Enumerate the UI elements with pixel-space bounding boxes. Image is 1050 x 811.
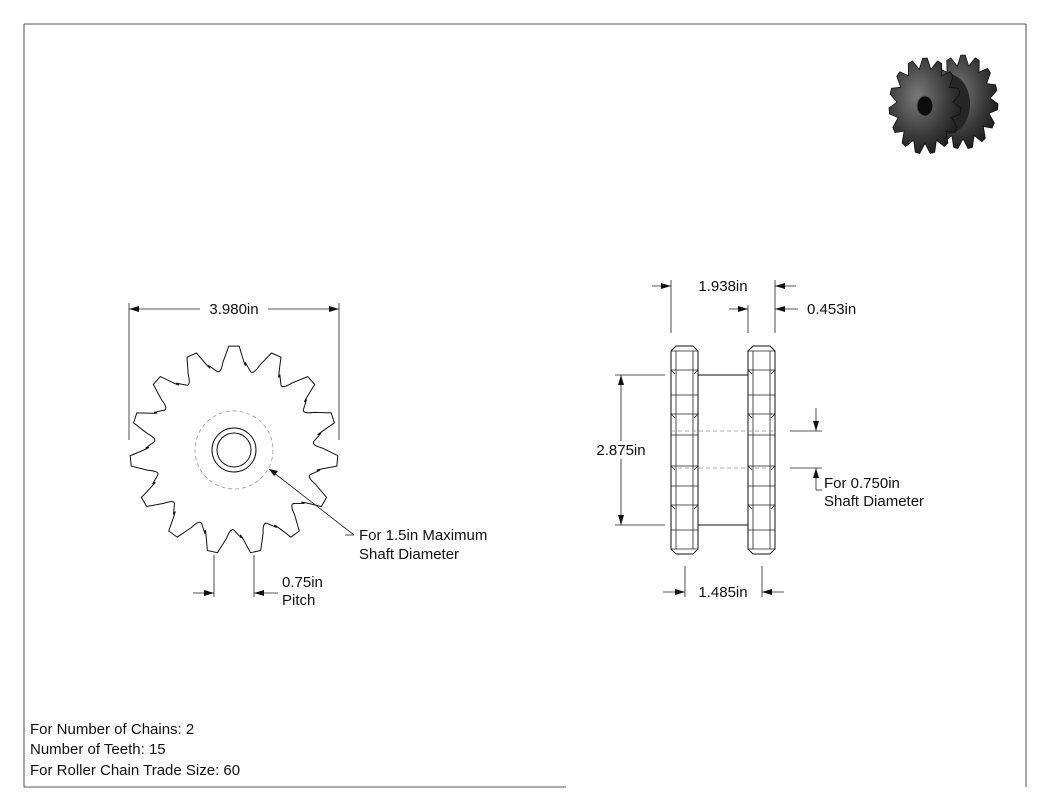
bore-hidden-lines xyxy=(671,430,775,469)
center-spacing-label: 1.485in xyxy=(698,584,747,601)
front-view: 3.980in For 1.5in Maximum Shaft Diameter… xyxy=(128,300,487,609)
overall-width-dimension: 1.938in xyxy=(652,278,796,333)
bore-callout-line2: Shaft Diameter xyxy=(359,546,459,563)
note-trade-size: For Roller Chain Trade Size: 60 xyxy=(30,762,240,779)
tooth-chamfer-line xyxy=(670,369,676,375)
outer-diameter-label: 3.980in xyxy=(209,301,258,318)
overall-width-label: 1.938in xyxy=(698,278,747,295)
tooth-chamfer-line xyxy=(693,413,699,419)
bore-callout-line1: For 1.5in Maximum xyxy=(359,527,487,544)
sprocket-iso-thumbnail xyxy=(888,54,999,154)
left-sprocket-plate xyxy=(670,345,699,555)
tooth-chamfer-line xyxy=(693,369,699,375)
tooth-chamfer-line xyxy=(747,413,753,419)
tooth-chamfer-line xyxy=(770,369,776,375)
note-chains: For Number of Chains: 2 xyxy=(30,721,194,738)
outer-diameter-dimension: 3.980in xyxy=(128,300,340,440)
tooth-chamfer-line xyxy=(747,504,753,510)
side-view: 1.938in 0.453in 2.875in xyxy=(592,278,924,601)
tooth-width-label: 0.453in xyxy=(807,301,856,318)
pitch-dimension: 0.75in Pitch xyxy=(193,555,323,609)
max-bore-hidden-circle xyxy=(194,410,274,490)
bore-diameter-line2: Shaft Diameter xyxy=(824,493,924,510)
bore-diameter-line1: For 0.750in xyxy=(824,475,900,492)
pitch-label: Pitch xyxy=(282,592,315,609)
drawing-border xyxy=(23,23,1027,788)
tooth-chamfer-line xyxy=(670,504,676,510)
hub-diameter-dimension: 2.875in xyxy=(592,374,665,526)
tooth-width-dimension: 0.453in xyxy=(729,301,856,333)
tooth-chamfer-line xyxy=(747,369,753,375)
tooth-chamfer-line xyxy=(670,413,676,419)
pitch-value: 0.75in xyxy=(282,574,323,591)
bore-callout: For 1.5in Maximum Shaft Diameter xyxy=(268,468,487,563)
iso-bore xyxy=(916,95,934,117)
spec-notes: For Number of Chains: 2 Number of Teeth:… xyxy=(30,721,240,779)
right-sprocket-plate xyxy=(747,345,776,555)
tooth-chamfer-line xyxy=(770,504,776,510)
note-teeth: Number of Teeth: 15 xyxy=(30,741,166,758)
tooth-chamfer-line xyxy=(693,504,699,510)
hub-diameter-label: 2.875in xyxy=(596,442,645,459)
bore-circle-inner xyxy=(216,432,252,468)
bore-diameter-dimension: For 0.750in Shaft Diameter xyxy=(790,408,924,510)
sprocket-tooth-profile xyxy=(129,345,339,554)
center-spacing-dimension: 1.485in xyxy=(663,566,784,601)
hub-body xyxy=(698,374,748,526)
tooth-chamfer-line xyxy=(770,413,776,419)
bore-circle xyxy=(211,427,257,473)
